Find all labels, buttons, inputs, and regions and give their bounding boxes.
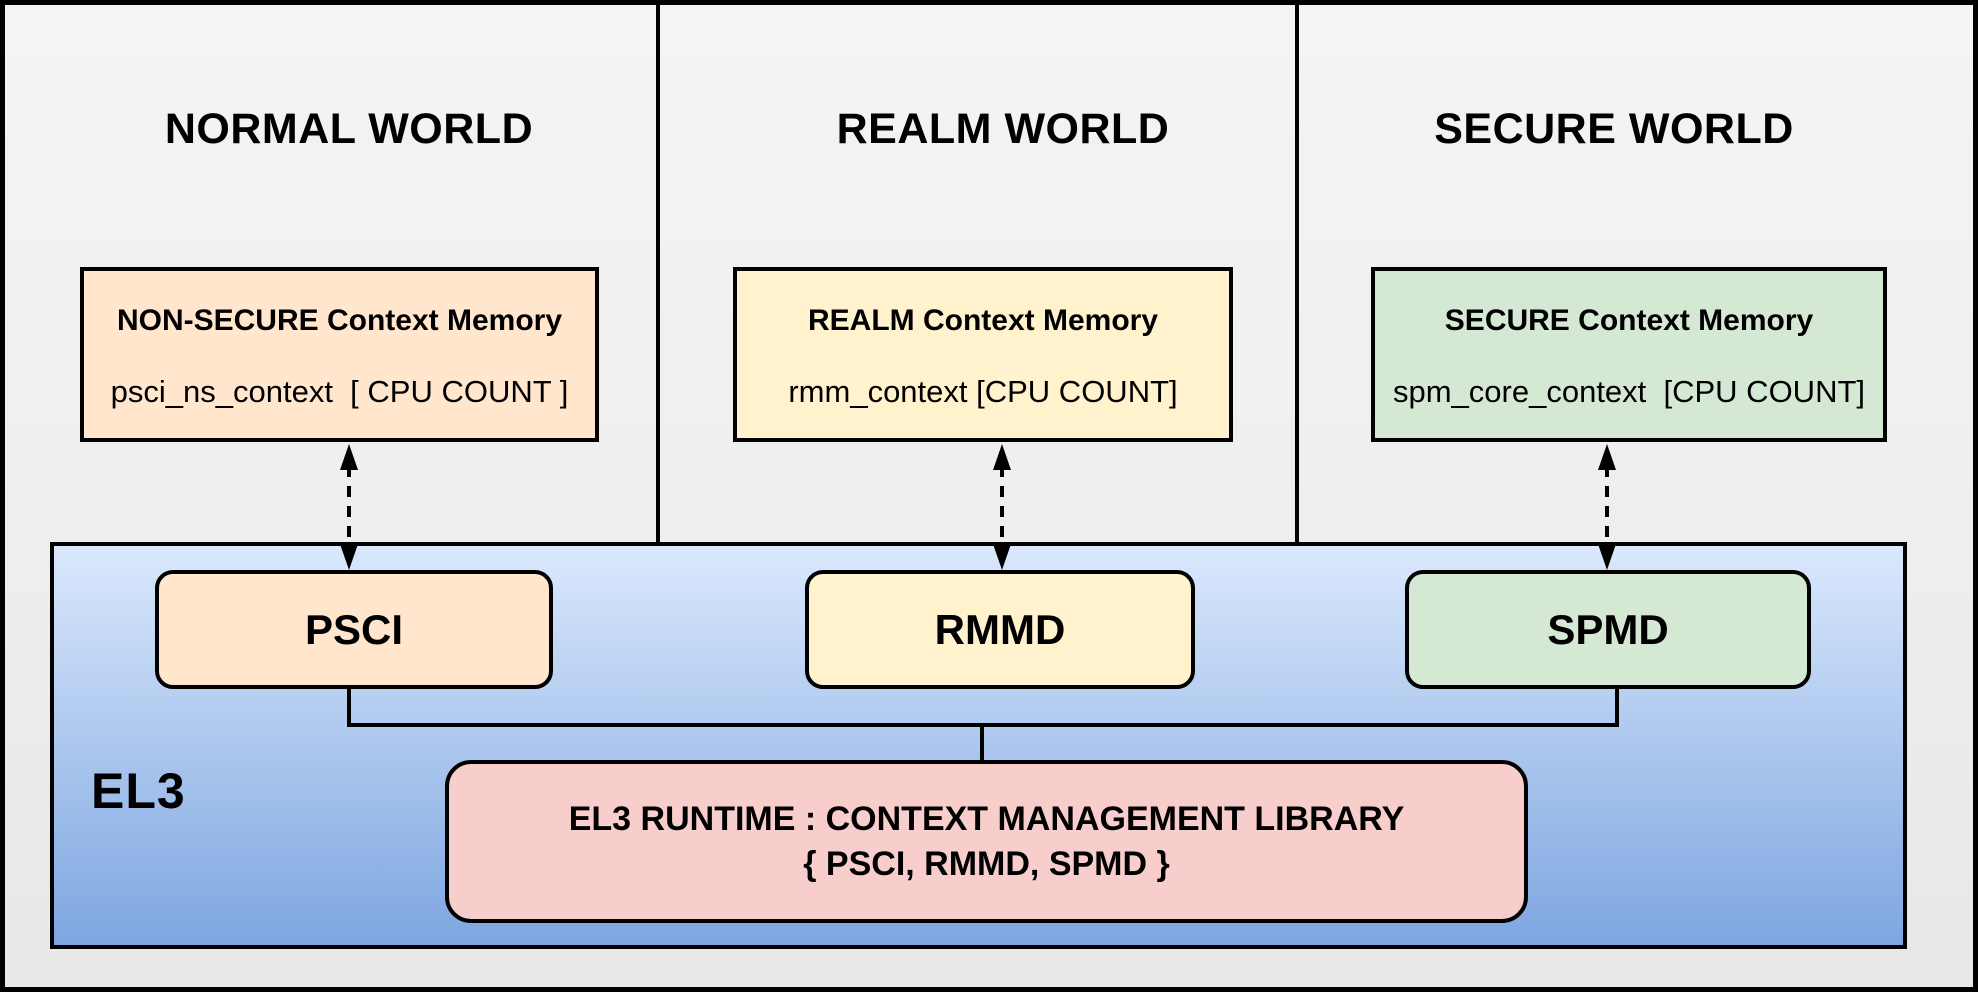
non-secure-context-memory-box: NON-SECURE Context Memory psci_ns_contex… xyxy=(80,267,599,442)
non-secure-context-memory-code: psci_ns_context [ CPU COUNT ] xyxy=(110,374,569,409)
dashed-arrow-rmmd xyxy=(993,444,1011,570)
realm-context-memory-title: REALM Context Memory xyxy=(807,304,1159,337)
dashed-arrow-spmd xyxy=(1598,444,1616,570)
rmmd-module-box: RMMD xyxy=(805,570,1195,689)
el3-runtime-line2: { PSCI, RMMD, SPMD } xyxy=(803,844,1170,883)
divider-realm-secure xyxy=(1295,5,1299,542)
realm-world-title: REALM WORLD xyxy=(836,105,1170,153)
connector-spmd-stub xyxy=(1615,685,1619,727)
secure-context-memory-code: spm_core_context [CPU COUNT] xyxy=(1392,374,1866,409)
spmd-module-box: SPMD xyxy=(1405,570,1811,689)
divider-normal-realm xyxy=(656,5,660,542)
psci-module-box: PSCI xyxy=(155,570,553,689)
realm-context-memory-box: REALM Context Memory rmm_context [CPU CO… xyxy=(733,267,1233,442)
el3-runtime-box: EL3 RUNTIME : CONTEXT MANAGEMENT LIBRARY… xyxy=(445,760,1528,923)
connector-psci-stub xyxy=(347,685,351,727)
el3-label: EL3 xyxy=(91,763,186,819)
connector-runtime-drop xyxy=(980,725,984,762)
el3-runtime-line1: EL3 RUNTIME : CONTEXT MANAGEMENT LIBRARY xyxy=(568,799,1405,838)
realm-context-memory-code: rmm_context [CPU COUNT] xyxy=(788,374,1178,409)
secure-world-title: SECURE WORLD xyxy=(1434,105,1794,153)
secure-context-memory-title: SECURE Context Memory xyxy=(1444,304,1814,337)
dashed-arrow-psci xyxy=(340,444,358,570)
secure-context-memory-box: SECURE Context Memory spm_core_context [… xyxy=(1371,267,1887,442)
normal-world-title: NORMAL WORLD xyxy=(164,105,534,153)
non-secure-context-memory-title: NON-SECURE Context Memory xyxy=(116,304,563,337)
